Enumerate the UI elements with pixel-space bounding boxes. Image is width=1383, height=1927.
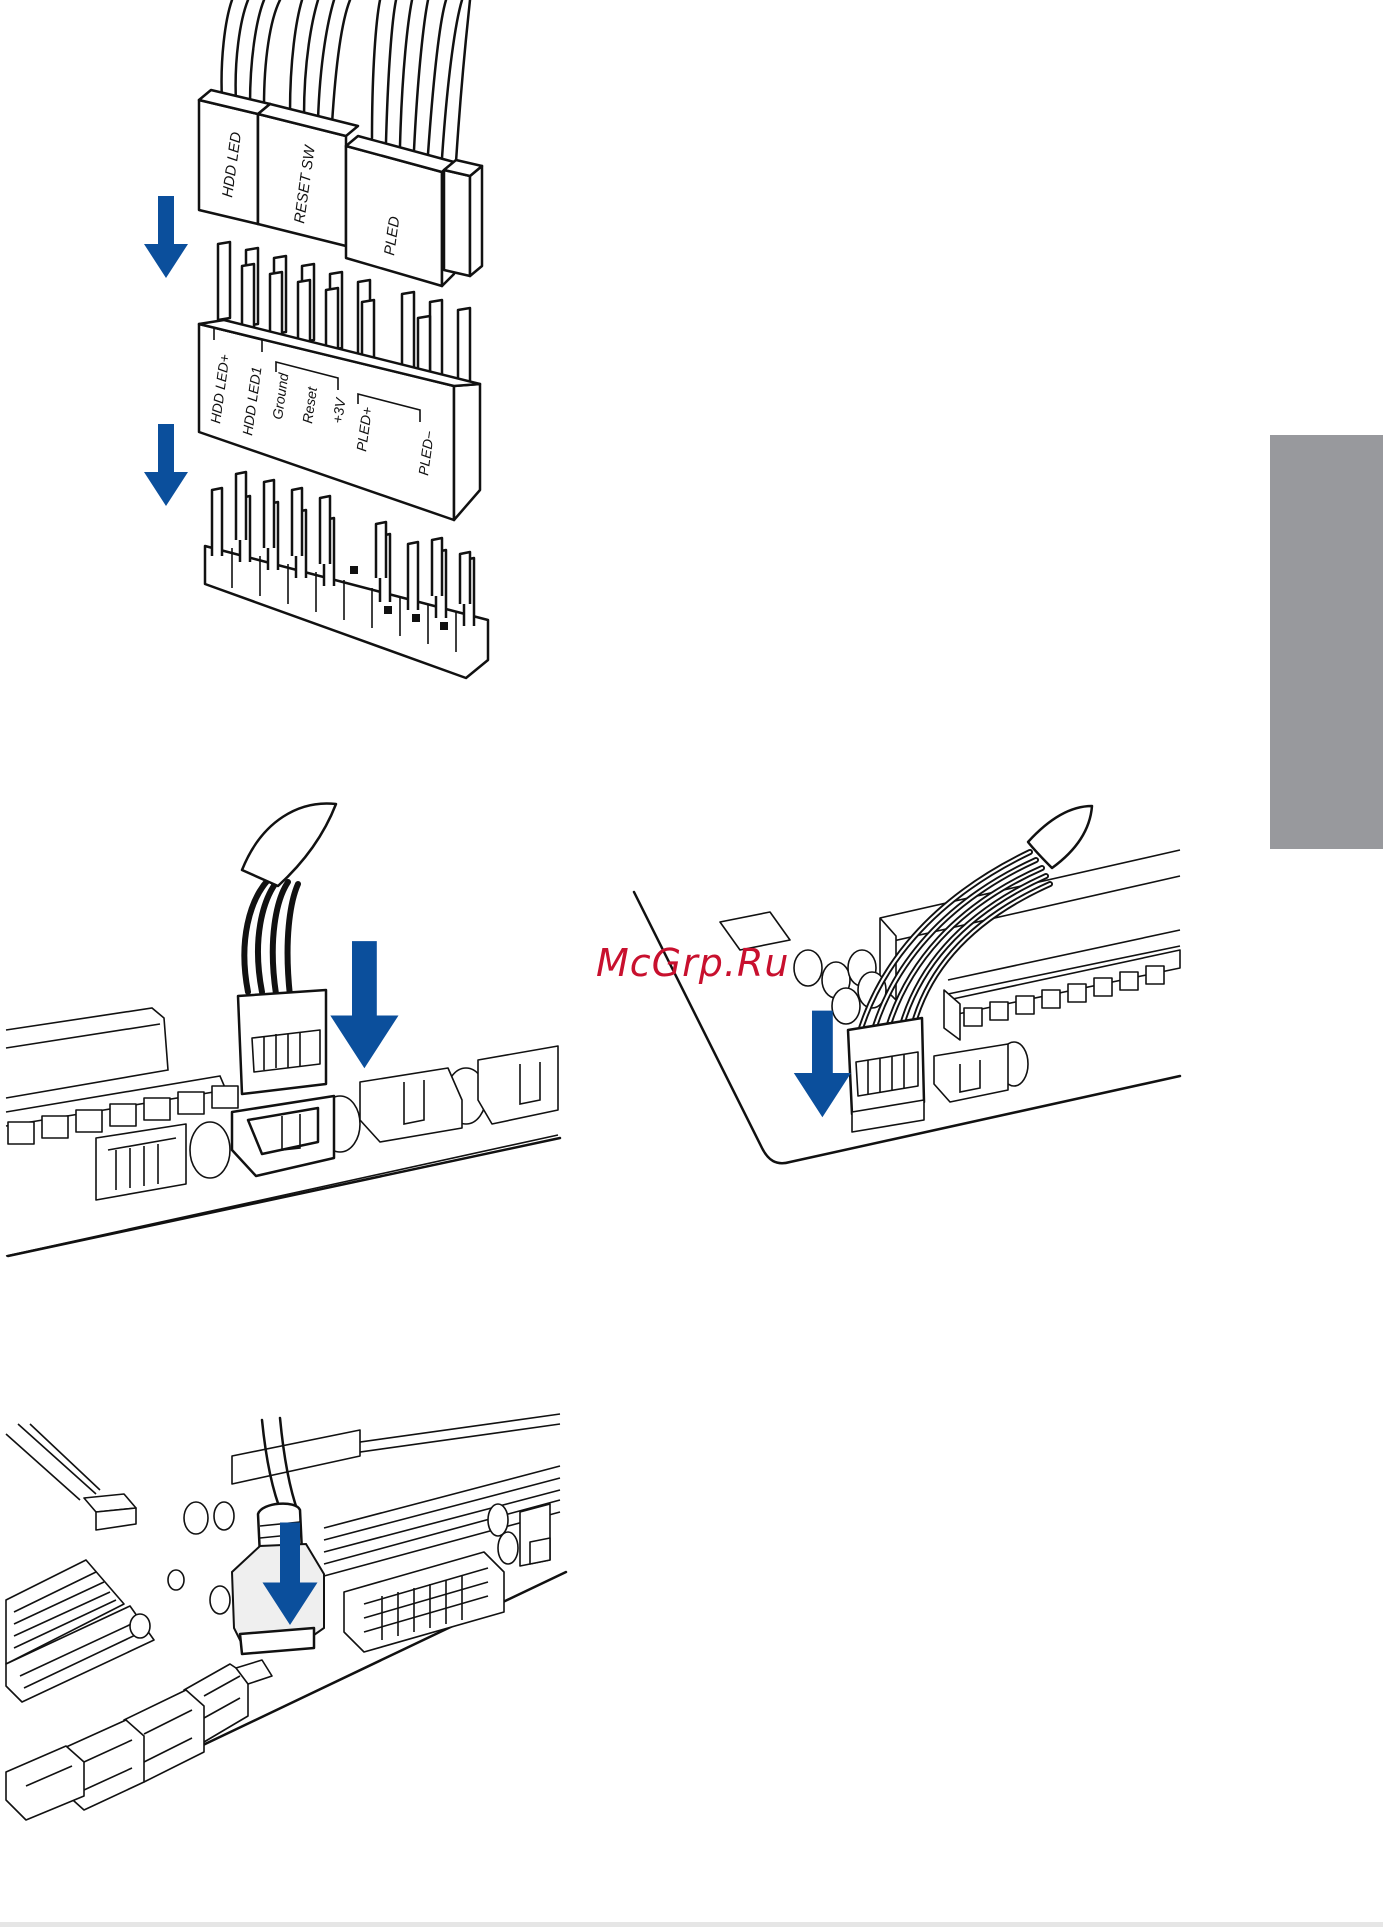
left-header-block xyxy=(96,1124,186,1200)
atx-power-connector xyxy=(344,1552,504,1652)
insert-arrow-usb-right xyxy=(794,1011,851,1118)
insert-arrow-2 xyxy=(144,424,188,506)
usb-header-target-left xyxy=(232,1096,334,1176)
usb-header-left-illustration xyxy=(6,804,560,1256)
sata-ports-left xyxy=(360,1046,558,1142)
pled-plug xyxy=(346,136,454,286)
dimm-slots xyxy=(6,1424,136,1530)
header-block-right xyxy=(934,1044,1008,1102)
insert-arrow-usb-left xyxy=(330,941,398,1068)
watermark-text: McGrp.Ru xyxy=(596,941,789,985)
side-tab xyxy=(1270,435,1383,849)
usb-plug-left xyxy=(238,804,336,1094)
extra-plug xyxy=(444,160,482,276)
panel-connector-illustration: HDD LED RESET SW PLED xyxy=(144,0,488,678)
usb3-header-illustration xyxy=(6,1414,566,1820)
footer-rule xyxy=(0,1922,1383,1927)
insert-arrow-1 xyxy=(144,196,188,278)
